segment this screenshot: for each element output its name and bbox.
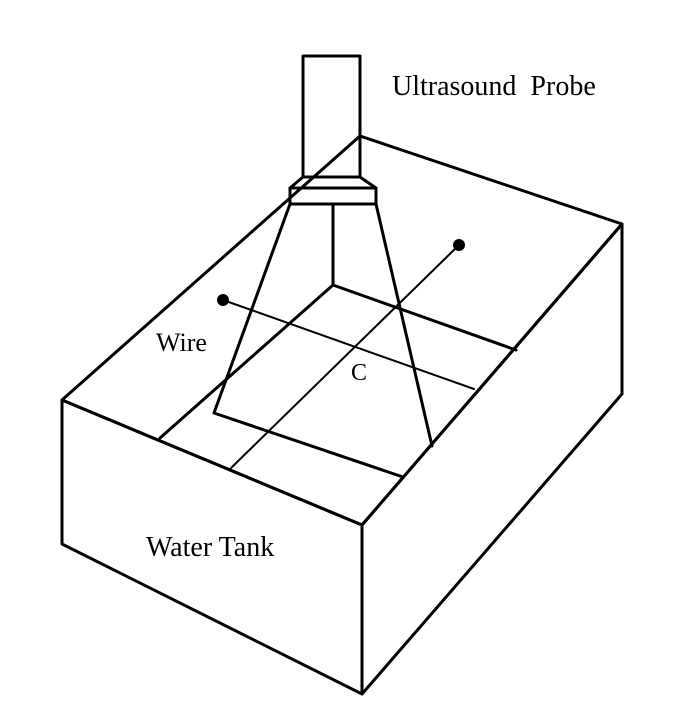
wires (217, 239, 475, 469)
wire-label: Wire (156, 328, 207, 357)
imaging-plane (212, 202, 434, 479)
beam-right-edge (374, 202, 434, 448)
tank-floor-right-edge (331, 283, 518, 352)
beam-bottom-edge (212, 411, 405, 479)
beam-left-edge (212, 202, 292, 415)
ultrasound-probe (288, 54, 378, 206)
tank-label: Water Tank (146, 532, 274, 563)
water-tank (60, 134, 624, 696)
probe-label: Ultrasound Probe (392, 71, 596, 102)
probe-head (288, 186, 378, 206)
probe-handle (301, 54, 362, 179)
center-label: C (351, 360, 367, 386)
wire-2 (230, 244, 460, 469)
tank-side-face (360, 222, 624, 696)
wire-1 (222, 299, 475, 390)
tank-top-rim (60, 134, 624, 527)
wire-1-end-dot (217, 294, 229, 306)
wire-2-end-dot (453, 239, 465, 251)
tank-floor-left-edge (158, 283, 335, 440)
